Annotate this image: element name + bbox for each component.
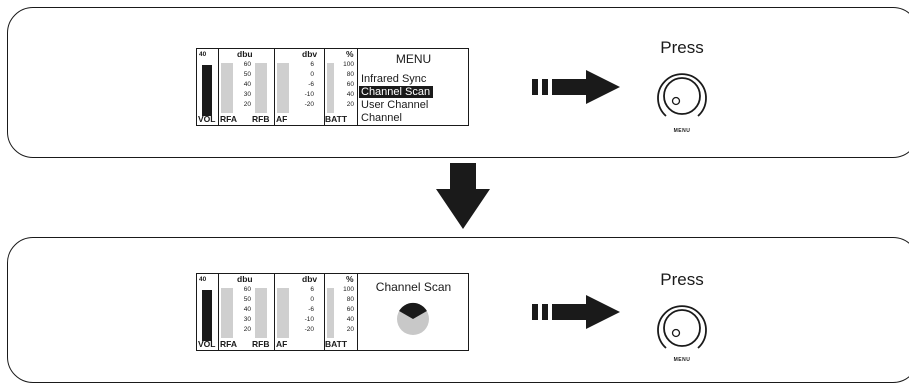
pct-tick-2: 60: [346, 306, 354, 313]
right-arrow-icon: [532, 70, 620, 104]
dbu-tick-4: 20: [243, 326, 251, 333]
dbv-tick-0: 6: [310, 286, 314, 293]
batt-section: % 100 80 60 40 20 BATT: [324, 274, 358, 350]
dbv-label: dbv: [302, 274, 318, 284]
dbv-tick-2: -6: [308, 306, 314, 313]
dbu-tick-4: 20: [243, 101, 251, 108]
percent-label: %: [346, 49, 354, 59]
dbu-tick-2: 40: [243, 306, 251, 313]
rfb-meter: [255, 63, 267, 113]
dbv-tick-4: -20: [304, 326, 314, 333]
pct-tick-4: 20: [346, 326, 354, 333]
vol-value: 40: [199, 51, 207, 58]
menu-item-channel-scan[interactable]: Channel Scan: [359, 86, 434, 98]
batt-section: % 100 80 60 40 20 BATT: [324, 49, 358, 125]
press-label: Press: [660, 270, 704, 289]
pct-tick-0: 100: [343, 61, 354, 68]
lcd-display: 40 VOL dbu 60 50 40 30 20 RFA RFB dbv 6 …: [196, 273, 469, 351]
menu-knob-control[interactable]: Press MENU: [642, 38, 722, 138]
pct-tick-2: 60: [346, 81, 354, 88]
dbv-label: dbv: [302, 49, 318, 59]
batt-label: BATT: [325, 114, 348, 124]
vol-section: 40 VOL: [197, 49, 219, 125]
menu-item-channel[interactable]: Channel: [361, 112, 402, 124]
pct-tick-0: 100: [343, 286, 354, 293]
percent-label: %: [346, 274, 354, 284]
scan-title: Channel Scan: [375, 280, 452, 294]
knob-menu-label: MENU: [673, 128, 691, 134]
dbu-tick-3: 30: [243, 316, 251, 323]
rfa-label: RFA: [220, 114, 237, 124]
dbv-tick-3: -10: [304, 316, 314, 323]
menu-screen: MENU Infrared Sync Channel Scan User Cha…: [357, 49, 470, 127]
right-arrow-icon: [532, 295, 620, 329]
af-label: AF: [276, 339, 288, 349]
scan-pie-icon: [397, 302, 429, 335]
dbu-tick-1: 50: [243, 296, 251, 303]
pct-tick-3: 40: [346, 91, 354, 98]
vol-value: 40: [199, 276, 207, 283]
dbv-tick-0: 6: [310, 61, 314, 68]
knob-menu-label: MENU: [673, 357, 691, 363]
dbv-tick-1: 0: [310, 71, 314, 78]
dbv-tick-2: -6: [308, 81, 314, 88]
dbu-label: dbu: [237, 49, 253, 59]
dbu-tick-3: 30: [243, 91, 251, 98]
rf-section: dbu 60 50 40 30 20 RFA RFB: [218, 49, 275, 125]
pct-tick-4: 20: [346, 101, 354, 108]
dbv-tick-4: -20: [304, 101, 314, 108]
menu-item-infrared-sync[interactable]: Infrared Sync: [361, 73, 427, 85]
menu-title: MENU: [395, 52, 432, 66]
dbu-tick-1: 50: [243, 71, 251, 78]
rfb-label: RFB: [252, 339, 270, 349]
vol-label: VOL: [198, 114, 216, 124]
pct-tick-1: 80: [346, 71, 354, 78]
vol-meter: [202, 290, 212, 341]
rfb-label: RFB: [252, 114, 270, 124]
menu-item-user-channel[interactable]: User Channel: [361, 99, 429, 111]
rf-section: dbu 60 50 40 30 20 RFA RFB: [218, 274, 275, 350]
down-arrow-icon: [436, 163, 490, 229]
rfa-label: RFA: [220, 339, 237, 349]
rotary-knob-icon: [657, 305, 707, 349]
vol-section: 40 VOL: [197, 274, 219, 350]
rfb-meter: [255, 288, 267, 338]
vol-meter: [202, 65, 212, 116]
dbv-tick-1: 0: [310, 296, 314, 303]
menu-knob-control[interactable]: Press MENU: [642, 270, 722, 370]
pct-tick-3: 40: [346, 316, 354, 323]
batt-meter: [327, 288, 334, 338]
batt-label: BATT: [325, 339, 348, 349]
batt-meter: [327, 63, 334, 113]
rotary-knob-icon: [657, 73, 707, 117]
af-section: dbv 6 0 -6 -10 -20 AF: [274, 274, 325, 350]
dbu-tick-2: 40: [243, 81, 251, 88]
af-label: AF: [276, 114, 288, 124]
af-meter: [277, 63, 289, 113]
dbu-tick-0: 60: [243, 61, 251, 68]
af-meter: [277, 288, 289, 338]
rfa-meter: [221, 63, 233, 113]
dbu-tick-0: 60: [243, 286, 251, 293]
press-label: Press: [660, 38, 704, 57]
af-section: dbv 6 0 -6 -10 -20 AF: [274, 49, 325, 125]
dbv-tick-3: -10: [304, 91, 314, 98]
vol-label: VOL: [198, 339, 216, 349]
dbu-label: dbu: [237, 274, 253, 284]
rfa-meter: [221, 288, 233, 338]
scan-screen: Channel Scan: [357, 274, 470, 352]
pct-tick-1: 80: [346, 296, 354, 303]
lcd-display: 40 VOL dbu 60 50 40 30 20 RFA RFB dbv 6 …: [196, 48, 469, 126]
